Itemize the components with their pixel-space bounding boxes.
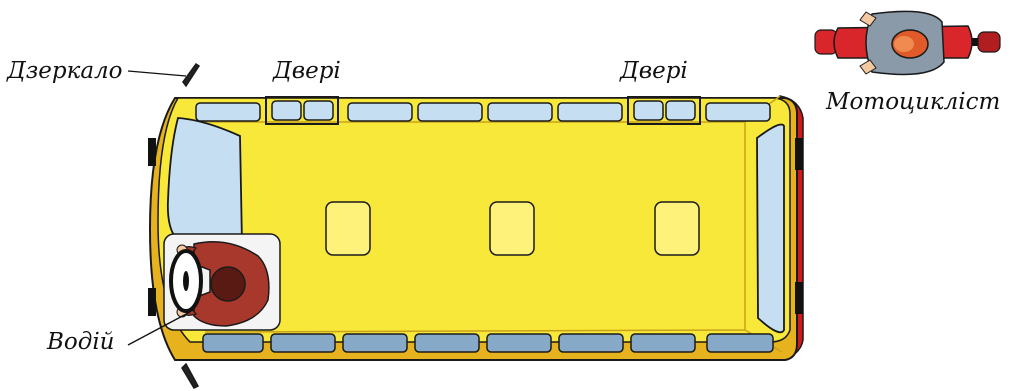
driver-head (210, 266, 246, 302)
helmet-highlight (894, 36, 914, 52)
side-window (270, 333, 336, 353)
bottom-windows (202, 333, 774, 353)
side-window (557, 102, 623, 122)
mirror-leader-line (127, 70, 187, 77)
motorcyclist (814, 10, 1001, 76)
right-mirror (181, 362, 200, 389)
side-window (195, 102, 261, 122)
side-window (342, 333, 408, 353)
rear-light (795, 138, 803, 170)
front-bumper-mark (148, 288, 156, 316)
side-window (487, 102, 553, 122)
rear-wheel (977, 31, 1001, 53)
door-frame (265, 96, 339, 125)
roof-hatch (654, 201, 700, 256)
side-window (706, 333, 774, 353)
roof-hatch (489, 201, 535, 256)
door-window (303, 100, 334, 121)
side-window (486, 333, 552, 353)
steering-hub (183, 271, 189, 291)
rider-hand (859, 59, 877, 75)
front-bumper-mark (148, 138, 156, 166)
side-window (705, 102, 771, 122)
driver (163, 233, 281, 331)
roof-hatch (325, 201, 371, 256)
rear-door-label: Двері (619, 58, 688, 84)
front-windshield (167, 117, 243, 247)
rear-light (795, 282, 803, 314)
roof-vents (325, 201, 700, 256)
side-window (202, 333, 264, 353)
bus (148, 62, 804, 389)
driver-label: Водій (46, 329, 115, 355)
side-window (417, 102, 483, 122)
door-window (665, 100, 696, 121)
front-door (265, 96, 339, 125)
top-windows (195, 102, 771, 122)
left-mirror (182, 62, 201, 88)
side-window (347, 102, 413, 122)
rear-door (627, 96, 701, 125)
door-frame (627, 96, 701, 125)
mirror-label: Дзеркало (6, 58, 123, 84)
door-window (271, 100, 302, 121)
motorcyclist-label: Мотоцикліст (825, 89, 1000, 115)
driver-leader-line (127, 311, 191, 346)
rear-window (756, 123, 785, 334)
rider-hand (859, 11, 877, 27)
side-window (414, 333, 480, 353)
side-window (558, 333, 624, 353)
front-door-label: Двері (272, 58, 341, 84)
bus-body (157, 97, 791, 343)
side-window (630, 333, 696, 353)
door-window (633, 100, 664, 121)
